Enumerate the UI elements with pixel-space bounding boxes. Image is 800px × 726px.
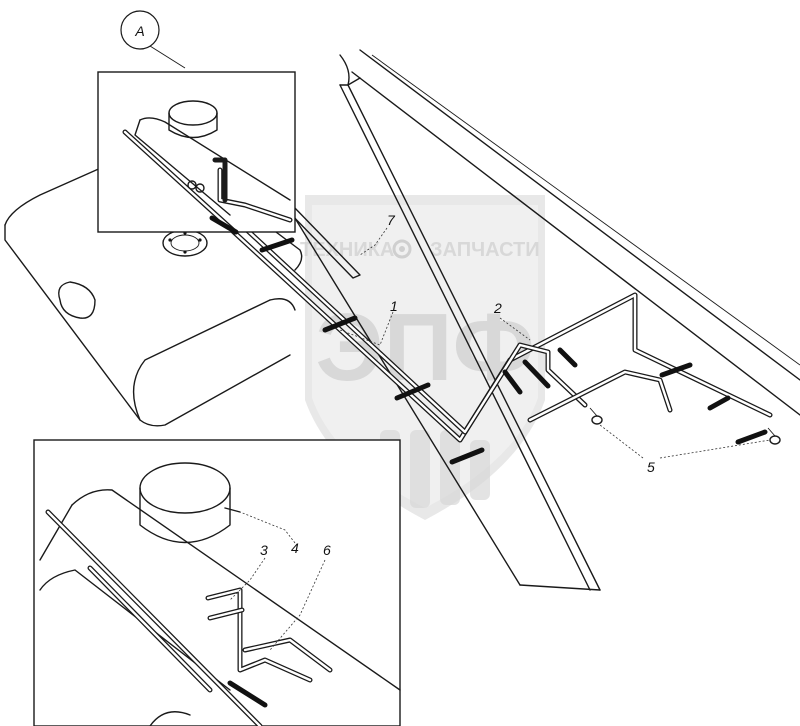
watermark-text-right: ЗАПЧАСТИ: [430, 239, 540, 261]
fuel-gauge-sender: [162, 229, 208, 257]
bolt: [767, 427, 781, 445]
callout-4: 4: [291, 540, 299, 556]
tank-drain-plug: [58, 281, 96, 319]
callout-7: 7: [387, 212, 396, 228]
bolt: [589, 407, 603, 425]
clip: [449, 447, 485, 465]
view-a-marker: A: [120, 10, 186, 69]
clip: [707, 395, 731, 411]
callout-1: 1: [390, 298, 398, 314]
clips: [259, 237, 768, 465]
callout-6: 6: [323, 542, 331, 558]
callout-2: 2: [493, 300, 502, 316]
detail-view-a-top: [97, 71, 296, 235]
clip: [502, 369, 523, 395]
clip: [659, 362, 693, 378]
clip: [259, 237, 295, 253]
leader-lines: [229, 227, 771, 651]
clip: [322, 315, 358, 333]
frame-rail: [289, 49, 800, 591]
detail-view-enlarged: [33, 439, 401, 726]
clip: [735, 429, 768, 445]
view-a-label: A: [134, 23, 144, 39]
watermark-shield: [305, 195, 545, 520]
bolts: [589, 407, 781, 445]
gear-icon: [392, 239, 412, 259]
callout-5: 5: [647, 459, 655, 475]
callout-3: 3: [260, 542, 268, 558]
clip: [522, 359, 551, 389]
callouts: 1 2 3 4 5 6 7: [260, 212, 655, 558]
clip: [557, 347, 578, 368]
clip: [394, 382, 431, 401]
watermark-text-left: ТЕХНИКА: [300, 239, 394, 261]
